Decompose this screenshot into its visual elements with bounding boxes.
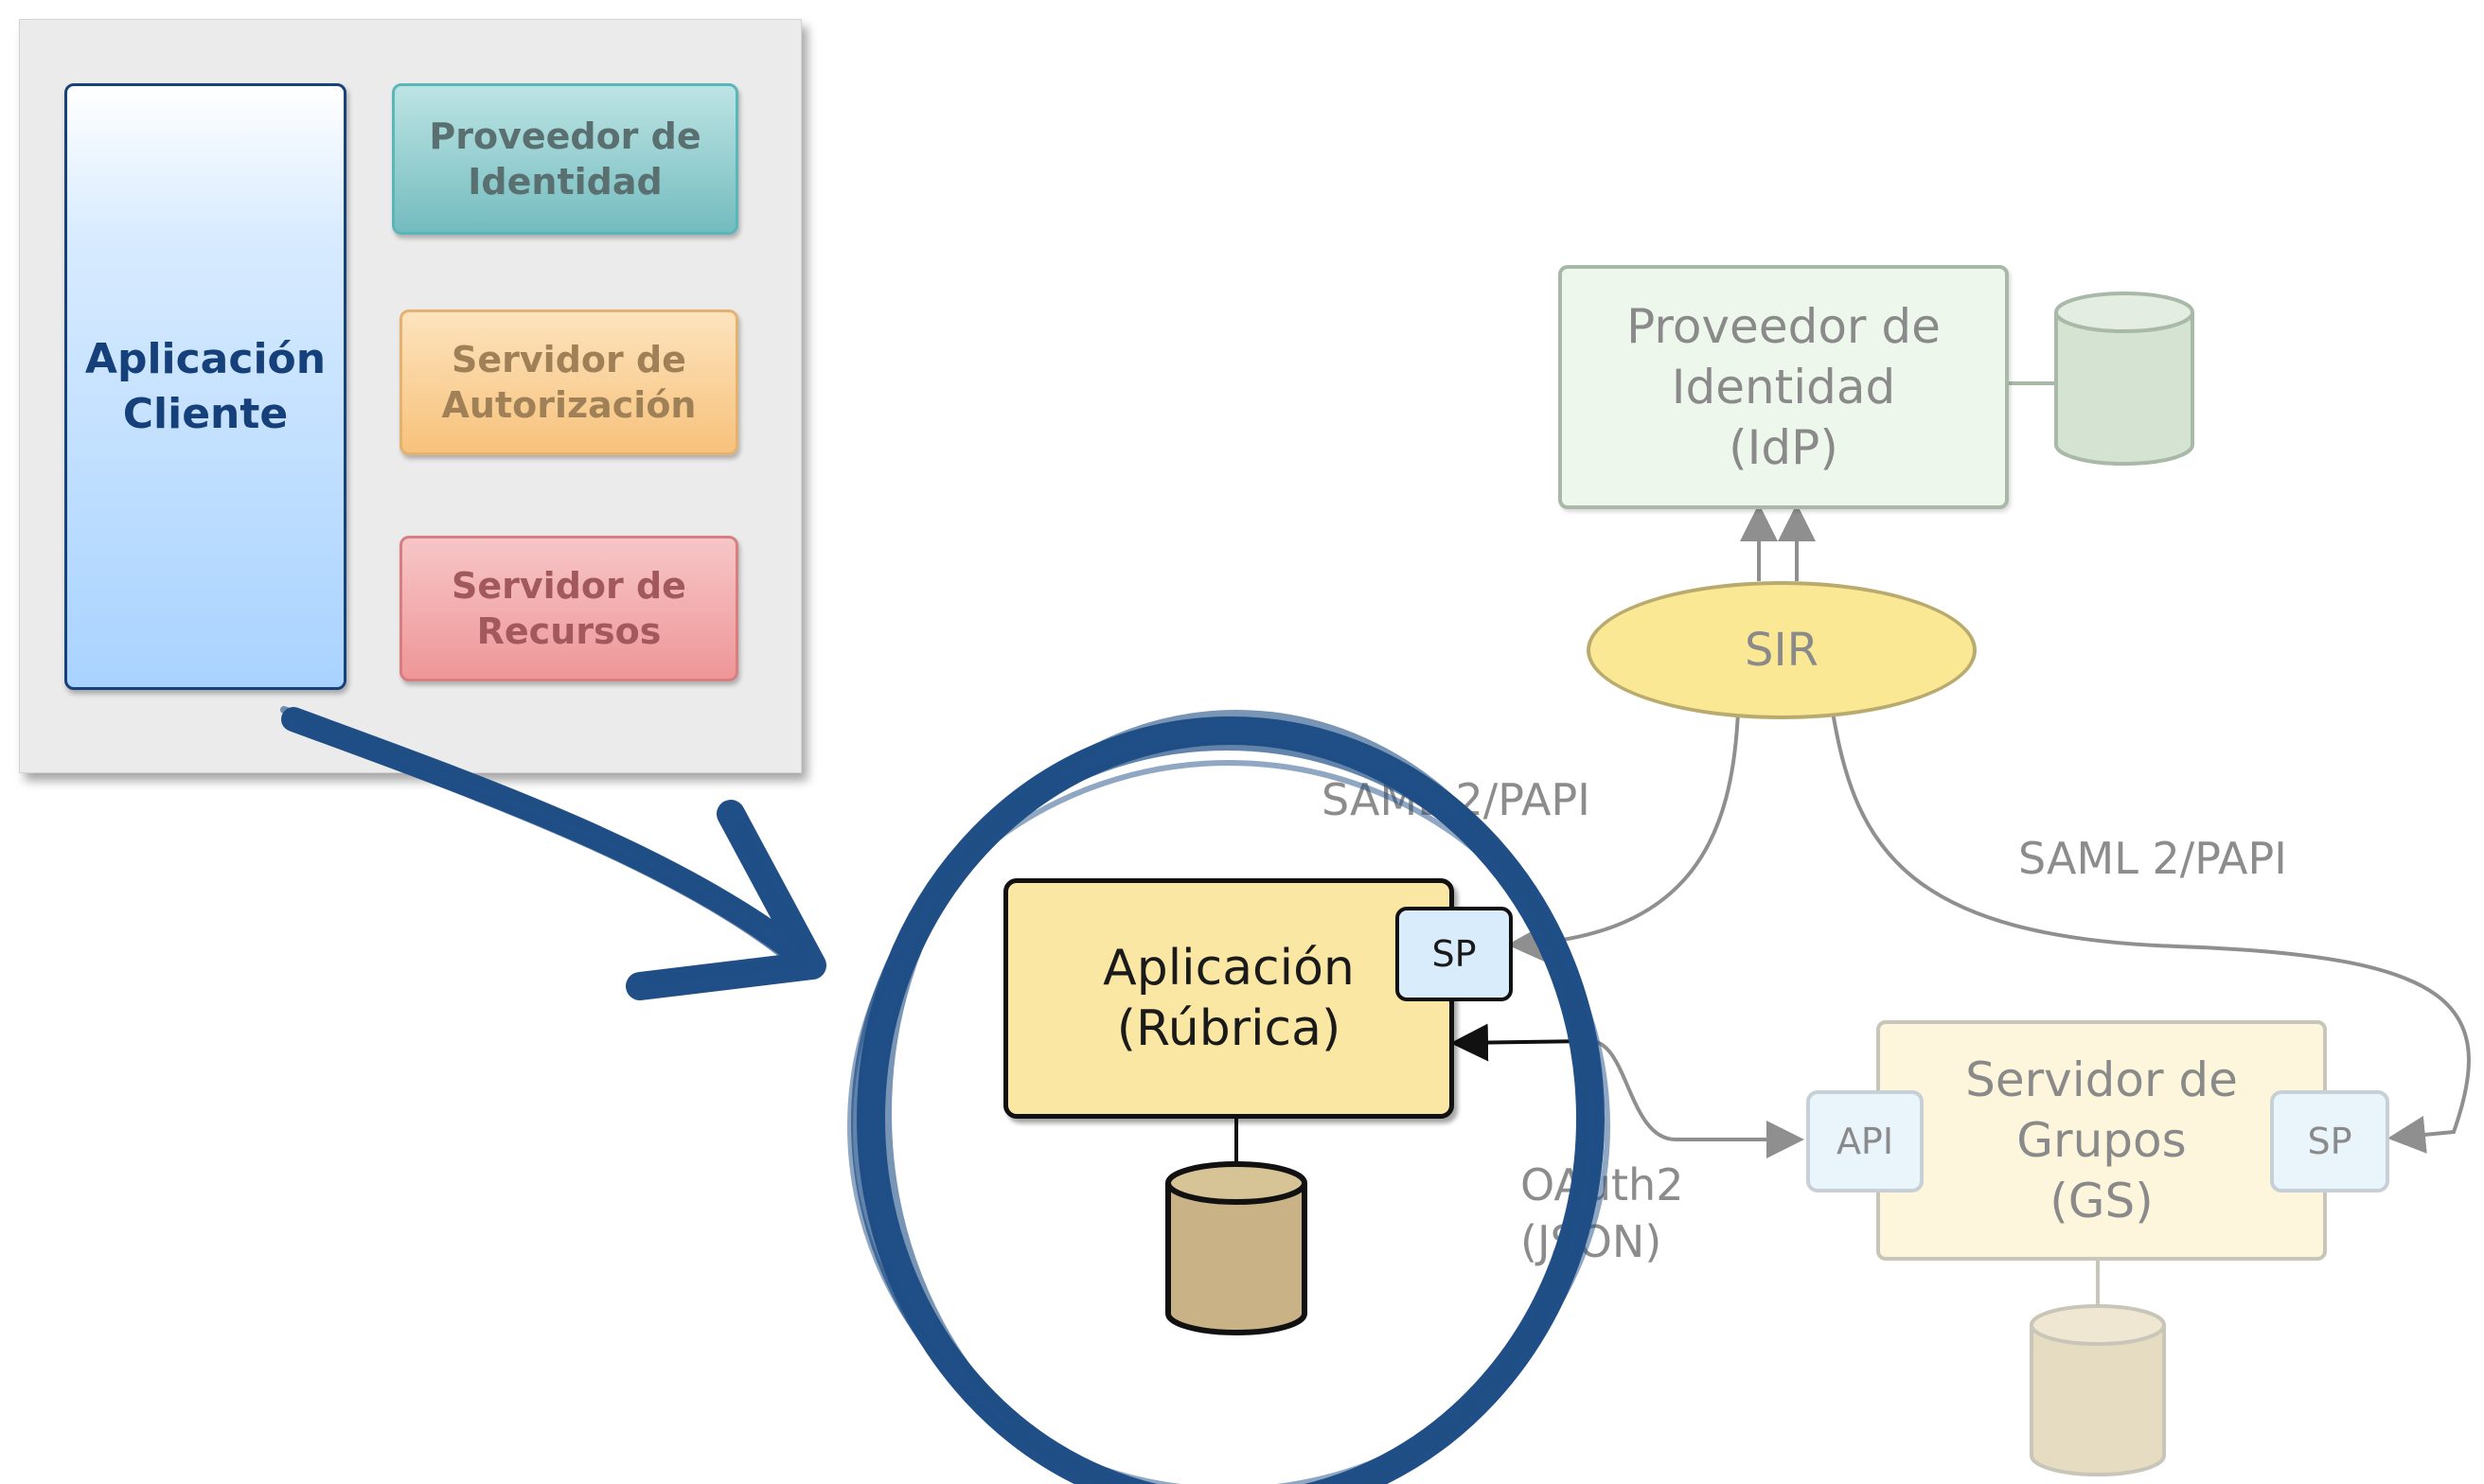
- legend-panel: Aplicación Cliente Proveedor de Identida…: [19, 19, 802, 773]
- identity-provider-legend-box: Proveedor de Identidad: [392, 83, 738, 235]
- app-database-icon: [1165, 1161, 1307, 1335]
- sir-to-gs-sp-curve: [1831, 711, 2471, 1154]
- rubrica-application-node: Aplicación (Rúbrica): [1003, 878, 1454, 1119]
- saml-papi-label-right: SAML 2/PAPI: [2018, 833, 2287, 884]
- gs-sp-badge: SP: [2270, 1090, 2389, 1192]
- resource-server-legend-box: Servidor de Recursos: [399, 536, 738, 681]
- gs-database-icon: [2030, 1304, 2166, 1476]
- api-to-app-arrow: [1450, 1023, 1591, 1062]
- highlight-arrow-icon: [280, 706, 826, 1000]
- authorization-server-legend-box: Servidor de Autorización: [399, 309, 738, 455]
- sir-to-app-sp-curve: [1507, 711, 1740, 963]
- app-to-api-arrow: [1589, 1039, 1804, 1158]
- group-server-node: Servidor de Grupos (GS): [1876, 1020, 2327, 1261]
- idp-database-icon: [2054, 292, 2194, 466]
- sir-node: SIR: [1587, 581, 1977, 719]
- highlight-circle-icon: [847, 710, 1610, 1484]
- client-application-box: Aplicación Cliente: [64, 83, 346, 690]
- gs-api-badge: API: [1806, 1090, 1924, 1192]
- identity-provider-node: Proveedor de Identidad (IdP): [1558, 265, 2009, 509]
- app-sp-badge: SP: [1395, 907, 1513, 1001]
